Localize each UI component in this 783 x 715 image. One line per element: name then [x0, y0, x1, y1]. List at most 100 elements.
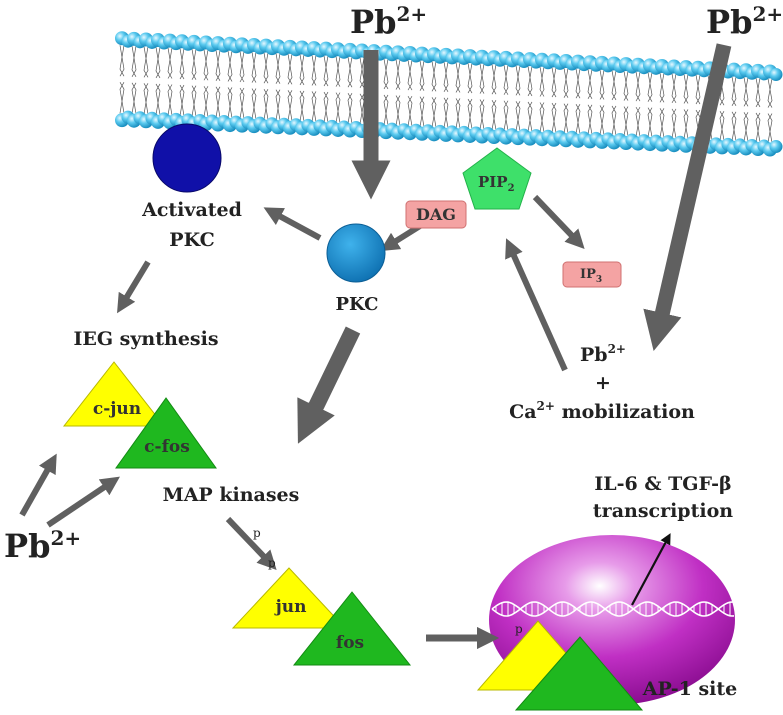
arrow-map-to-jun — [225, 516, 277, 570]
lipid-tail — [527, 66, 533, 132]
lipid-head — [769, 67, 783, 81]
dag-box — [405, 200, 467, 229]
lipid-tail — [335, 56, 341, 124]
dag-label: DAG — [416, 205, 456, 224]
lipid-tail — [431, 61, 437, 128]
pb-right-label: Pb2+ — [706, 2, 783, 41]
lipid-tail — [251, 51, 257, 120]
arrow-pb-to-cjun — [19, 453, 57, 517]
lipid-tail — [587, 69, 593, 135]
phospho-label-1: p — [253, 526, 261, 540]
phospho-label-3: p — [515, 622, 523, 636]
lipid-tail — [131, 45, 137, 114]
lipid-tail — [479, 63, 485, 130]
lipid-tail — [695, 74, 701, 140]
lipid-tail — [671, 73, 677, 139]
lipid-tail — [395, 59, 401, 126]
lipid-tail — [167, 47, 173, 116]
lipid-tail — [563, 67, 569, 134]
activated-pkc-label: PKC — [169, 229, 214, 251]
lipid-tail — [443, 61, 449, 128]
pip2-label: PIP2 — [478, 173, 515, 194]
ip3-label: IP3 — [580, 267, 602, 285]
lipid-tail — [227, 50, 233, 119]
ap1-site-label: AP-1 site — [642, 678, 738, 700]
lipid-tail — [635, 71, 641, 137]
arrow-pkc-to-map — [297, 326, 361, 444]
arrow-pb-right-to-ca — [643, 43, 732, 352]
lipid-tail — [419, 60, 425, 127]
lipid-tail — [503, 64, 509, 131]
lipid-tail — [599, 69, 605, 135]
lipid-tail — [491, 64, 497, 131]
lipid-tail — [515, 65, 521, 132]
il6-tgf-label: IL-6 & TGF-β — [594, 473, 731, 495]
pkc-label: PKC — [335, 294, 378, 315]
plus-label: + — [595, 372, 611, 394]
lipid-tail — [659, 72, 665, 138]
dna-helix — [491, 601, 735, 617]
lipid-tail — [359, 57, 365, 125]
lipid-tail — [263, 52, 269, 120]
lipid-tail — [287, 53, 293, 121]
ieg-synthesis-label: IEG synthesis — [73, 328, 218, 350]
ap1-green-triangle — [514, 636, 644, 711]
jun-triangle — [231, 567, 347, 629]
arrow-pb-to-cfos — [46, 476, 120, 528]
lipid-head — [769, 140, 783, 154]
arrow-ca-to-pip2 — [505, 238, 568, 372]
arrow-dag-to-pkc — [379, 223, 422, 252]
lipid-tail — [683, 74, 689, 139]
lipid-tail — [299, 54, 305, 122]
transcription-label: transcription — [593, 500, 733, 522]
lipid-tail — [155, 46, 161, 115]
c-fos-triangle — [115, 397, 217, 469]
lipid-tail — [203, 49, 209, 118]
lipid-tail — [575, 68, 581, 134]
c-fos-label: c-fos — [144, 437, 190, 457]
lipid-tail — [755, 77, 761, 143]
pb-top-label: Pb2+ — [350, 2, 427, 41]
lipid-tail — [215, 50, 221, 118]
lipid-tail — [731, 76, 737, 141]
c-jun-label: c-jun — [93, 399, 141, 419]
lipid-tail — [551, 67, 557, 133]
arrow-pip2-to-ip3 — [532, 194, 585, 249]
lipid-tail — [119, 45, 125, 114]
fos-triangle — [292, 591, 412, 666]
lipid-tail — [191, 48, 197, 117]
arrow-pkc-to-activated — [263, 207, 322, 241]
ca-mobilization-label: Ca2+ mobilization — [509, 399, 695, 423]
lipid-tail — [239, 51, 245, 119]
arrow-transcription — [631, 533, 671, 606]
pkc-circle — [326, 223, 386, 283]
c-jun-triangle — [62, 361, 166, 427]
activated-label: Activated — [141, 199, 242, 221]
phospho-label-2: p — [268, 556, 276, 570]
lipid-tail — [719, 75, 725, 141]
lipid-tail — [275, 53, 281, 121]
lipid-tail — [407, 59, 413, 127]
lipid-tail — [467, 63, 473, 130]
lipid-tail — [767, 78, 773, 143]
jun-label: jun — [274, 597, 307, 617]
lipid-tail — [383, 58, 389, 126]
lipid-tail — [647, 72, 653, 138]
lipid-tail — [611, 70, 617, 136]
fos-label: fos — [336, 633, 364, 653]
lipid-tail — [455, 62, 461, 129]
lipid-tail — [311, 55, 317, 122]
lipid-tail — [143, 46, 149, 115]
pb-left-label: Pb2+ — [4, 526, 81, 565]
arrow-activated-to-ieg — [117, 260, 151, 314]
cell-membrane — [115, 31, 783, 157]
lipid-tail — [179, 48, 185, 116]
lipid-tail — [347, 56, 353, 124]
lipid-tail — [623, 71, 629, 137]
pb-ca-label: Pb2+ — [580, 342, 626, 366]
ip3-box — [562, 261, 622, 288]
lipid-tail — [743, 77, 749, 142]
lipid-tail — [539, 66, 545, 133]
lipid-tail — [323, 55, 329, 123]
